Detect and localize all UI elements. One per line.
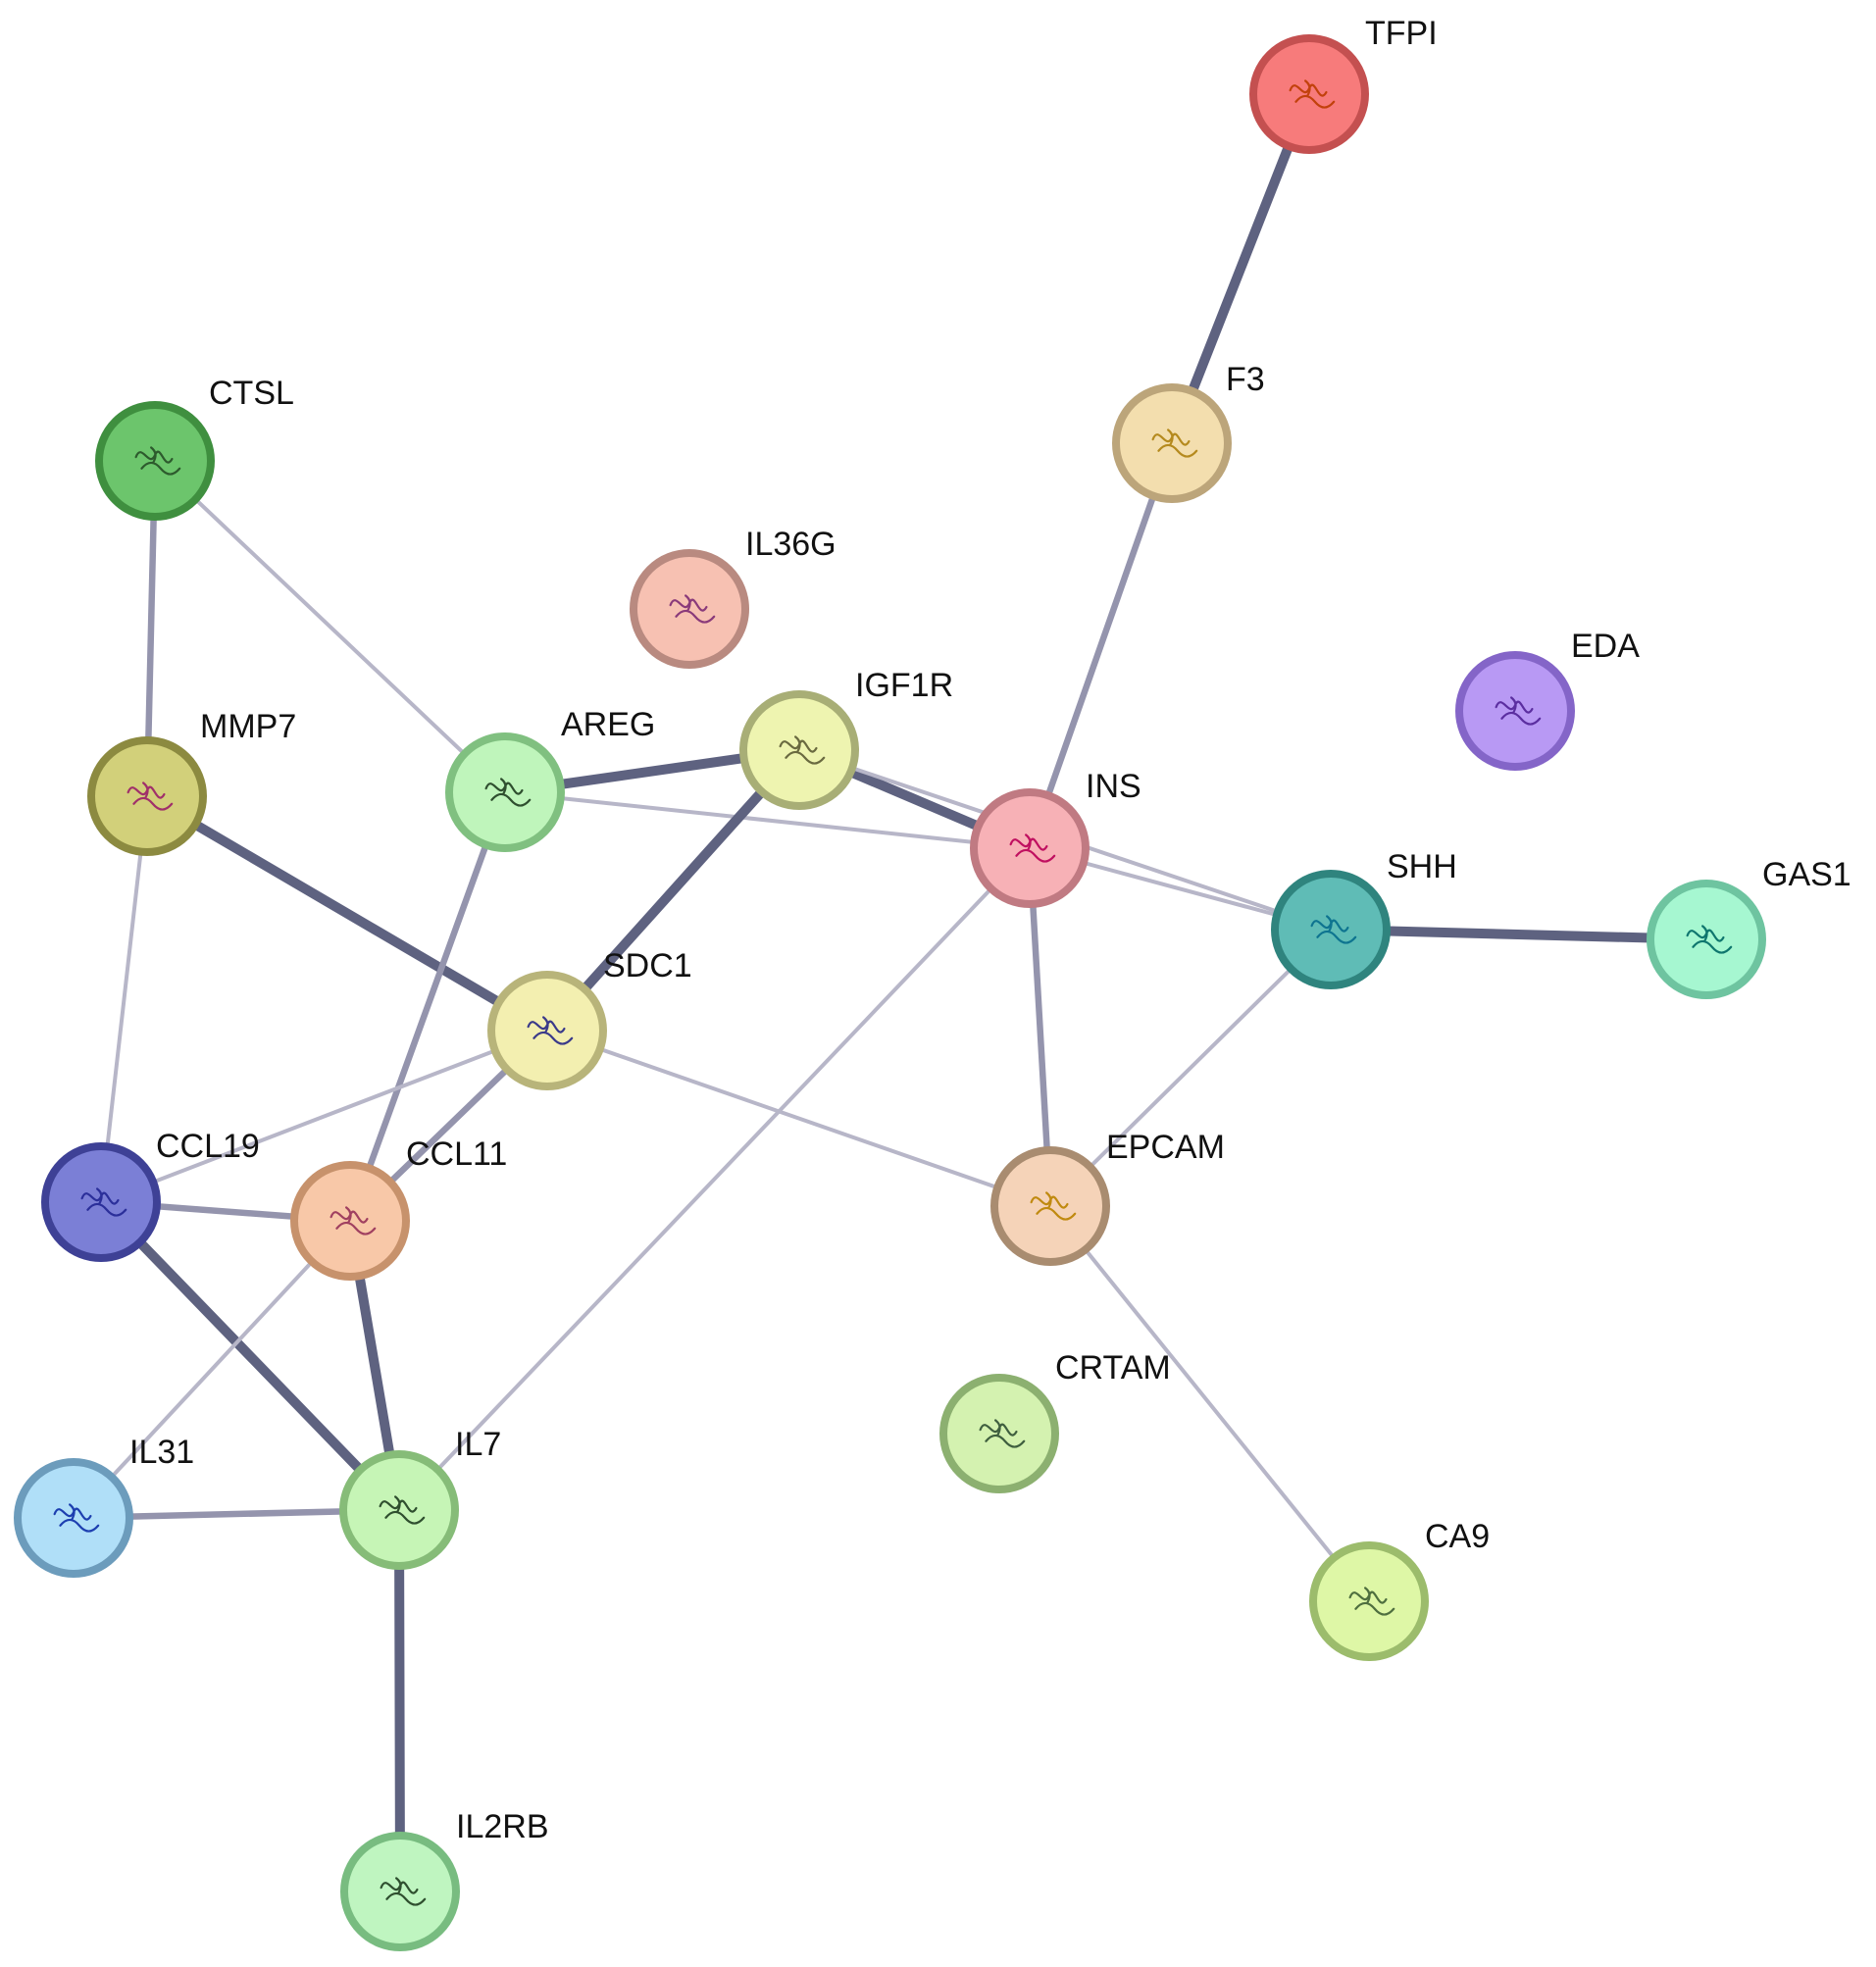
node-gas1[interactable] bbox=[1647, 880, 1766, 999]
protein-structure-icon bbox=[1348, 1587, 1395, 1616]
node-igf1r[interactable] bbox=[739, 690, 859, 810]
node-ctsl[interactable] bbox=[95, 401, 215, 521]
protein-structure-icon bbox=[779, 735, 826, 765]
protein-structure-icon bbox=[127, 782, 174, 811]
protein-structure-icon bbox=[1686, 925, 1733, 954]
node-crtam[interactable] bbox=[939, 1374, 1059, 1493]
node-il2rb[interactable] bbox=[340, 1832, 460, 1951]
node-tfpi[interactable] bbox=[1249, 34, 1369, 154]
edge-areg-ins bbox=[503, 790, 1032, 850]
edge-ccl11-il31 bbox=[72, 1219, 352, 1520]
edge-mmp7-sdc1 bbox=[142, 791, 552, 1035]
protein-structure-icon bbox=[979, 1419, 1026, 1448]
node-label-il7: IL7 bbox=[455, 1426, 501, 1463]
node-il7[interactable] bbox=[339, 1450, 459, 1570]
protein-structure-icon bbox=[379, 1495, 426, 1525]
edge-sdc1-epcam bbox=[545, 1029, 1052, 1208]
node-label-eda: EDA bbox=[1571, 628, 1640, 665]
node-ccl11[interactable] bbox=[290, 1161, 410, 1281]
protein-structure-icon bbox=[1151, 429, 1198, 458]
node-areg[interactable] bbox=[445, 732, 565, 852]
protein-structure-icon bbox=[80, 1187, 127, 1217]
edge-il7-il2rb bbox=[394, 1505, 405, 1896]
labels-layer: TFPI F3 CTSL IL36G IGF1R EDA MMP7 AREG INS SHH GAS… bbox=[129, 15, 1851, 1845]
node-label-il36g: IL36G bbox=[745, 526, 837, 563]
node-label-ins: INS bbox=[1086, 768, 1141, 805]
protein-structure-icon bbox=[1310, 915, 1357, 944]
protein-structure-icon bbox=[669, 594, 716, 624]
node-label-shh: SHH bbox=[1387, 848, 1457, 885]
node-epcam[interactable] bbox=[990, 1146, 1110, 1266]
edge-areg-ccl11 bbox=[346, 788, 509, 1225]
protein-structure-icon bbox=[527, 1016, 574, 1045]
edge-shh-epcam bbox=[1048, 928, 1333, 1208]
protein-structure-icon bbox=[330, 1206, 377, 1236]
edge-shh-gas1 bbox=[1326, 925, 1711, 944]
edges-layer bbox=[70, 89, 1711, 1896]
node-label-il2rb: IL2RB bbox=[456, 1808, 549, 1845]
edge-ctsl-areg bbox=[153, 459, 507, 794]
protein-structure-icon bbox=[380, 1877, 427, 1906]
edge-sdc1-ccl19 bbox=[99, 1029, 549, 1204]
edge-ins-il7 bbox=[397, 846, 1032, 1512]
node-label-f3: F3 bbox=[1226, 361, 1265, 398]
protein-structure-icon bbox=[484, 778, 532, 807]
protein-structure-icon bbox=[1030, 1191, 1077, 1221]
edge-epcam-ca9 bbox=[1048, 1204, 1371, 1603]
node-mmp7[interactable] bbox=[87, 736, 207, 856]
node-label-igf1r: IGF1R bbox=[855, 667, 953, 704]
protein-structure-icon bbox=[1495, 696, 1542, 726]
node-il31[interactable] bbox=[14, 1458, 133, 1578]
node-sdc1[interactable] bbox=[487, 971, 607, 1090]
node-label-crtam: CRTAM bbox=[1055, 1349, 1171, 1387]
node-label-ca9: CA9 bbox=[1425, 1518, 1490, 1555]
node-shh[interactable] bbox=[1271, 870, 1391, 989]
node-label-ccl19: CCL19 bbox=[156, 1128, 260, 1165]
protein-structure-icon bbox=[1009, 833, 1056, 863]
protein-structure-icon bbox=[53, 1503, 100, 1533]
protein-structure-icon bbox=[134, 446, 181, 476]
node-label-ctsl: CTSL bbox=[209, 375, 294, 412]
node-label-ccl11: CCL11 bbox=[406, 1135, 507, 1173]
node-label-sdc1: SDC1 bbox=[603, 947, 692, 984]
node-ca9[interactable] bbox=[1309, 1541, 1429, 1661]
node-label-areg: AREG bbox=[561, 706, 655, 743]
nodes-layer bbox=[14, 34, 1766, 1951]
node-label-tfpi: TFPI bbox=[1365, 15, 1438, 52]
node-ccl19[interactable] bbox=[41, 1142, 161, 1262]
node-ins[interactable] bbox=[970, 788, 1090, 908]
node-label-il31: IL31 bbox=[129, 1434, 194, 1471]
edge-ccl19-il7 bbox=[96, 1197, 404, 1515]
node-il36g[interactable] bbox=[630, 549, 749, 669]
edge-mmp7-ccl19 bbox=[99, 794, 149, 1204]
node-label-gas1: GAS1 bbox=[1762, 856, 1851, 893]
edge-f3-ins bbox=[1026, 439, 1176, 852]
node-f3[interactable] bbox=[1112, 383, 1232, 503]
edge-tfpi-f3 bbox=[1167, 89, 1314, 448]
protein-structure-icon bbox=[1289, 79, 1336, 109]
node-eda[interactable] bbox=[1455, 651, 1575, 771]
node-label-epcam: EPCAM bbox=[1106, 1129, 1225, 1166]
node-label-mmp7: MMP7 bbox=[200, 708, 296, 745]
edge-igf1r-sdc1 bbox=[542, 745, 804, 1035]
